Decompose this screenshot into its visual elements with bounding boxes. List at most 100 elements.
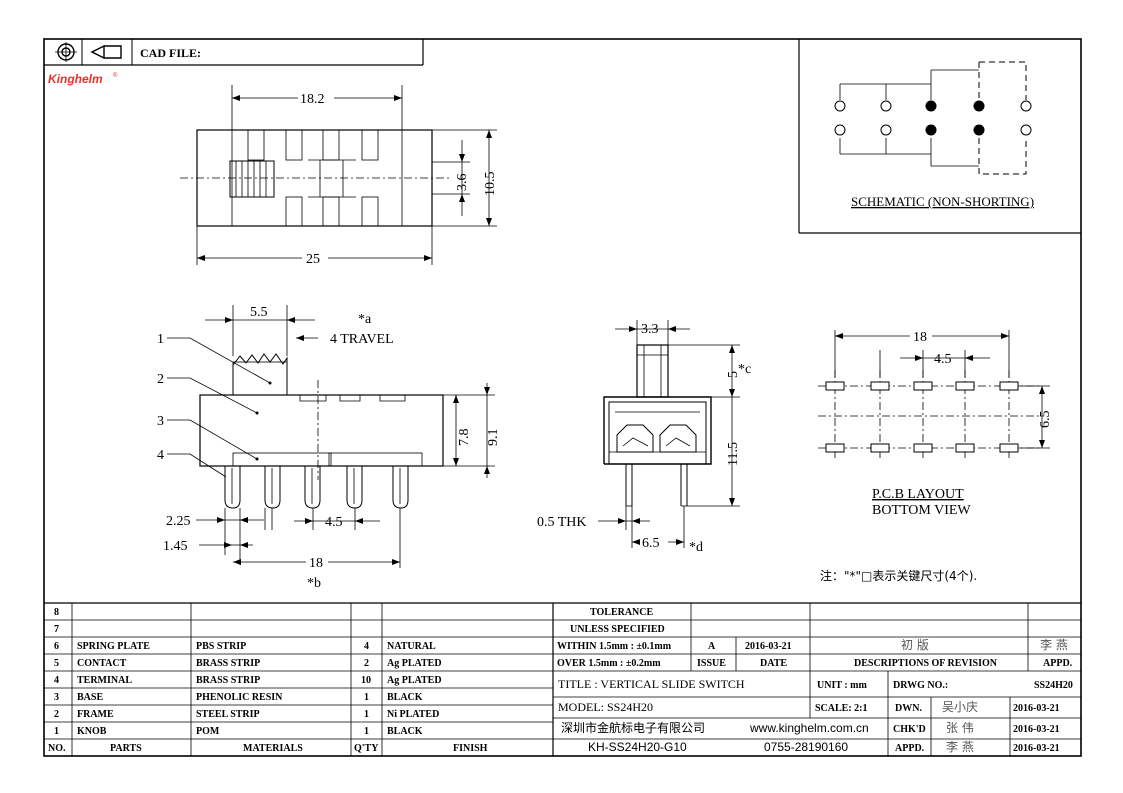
row-part: SPRING PLATE [77,641,150,652]
drawn-label: DWN. [895,703,922,714]
row-material: POM [196,726,220,737]
row-no: 5 [54,658,59,669]
header-qty: Q'TY [354,743,379,754]
row-material: STEEL STRIP [196,709,260,720]
side-mark-a: *a [358,312,372,327]
description-header: DESCRIPTIONS OF REVISION [854,658,998,669]
approved-label: APPD. [895,743,925,754]
approved-name: 李 燕 [946,739,974,754]
row-part: BASE [77,692,103,703]
checked-date: 2016-03-21 [1013,724,1060,735]
row-qty: 1 [364,709,369,720]
top-dim-h2: 10.5 [483,172,498,197]
sheet-border [43,38,1082,757]
title-block: TOLERANCE UNLESS SPECIFIED WITHIN 1.5mm … [553,603,1081,756]
row-no: 7 [54,624,59,635]
company-name: 深圳市金航标电子有限公司 [561,720,705,735]
company-phone: 0755-28190160 [764,740,848,754]
row-no: 4 [54,675,59,686]
header-strip: CAD FILE: Kinghelm ® [44,39,424,86]
row-finish: Ni PLATED [387,709,439,720]
row-qty: 4 [364,641,369,652]
tolerance-over: OVER 1.5mm : ±0.2mm [557,658,661,669]
drawn-name: 吴小庆 [942,700,978,714]
row-finish: Ag PLATED [387,675,442,686]
header-finish: FINISH [453,743,488,754]
row-material: BRASS STRIP [196,675,260,686]
top-dim-h1: 3.6 [455,174,470,192]
front-view: 3.3 5 *c 11.5 0.5 THK 6.5 *d [537,320,751,555]
row-finish: BLACK [387,692,423,703]
drawing-title: TITLE : VERTICAL SLIDE SWITCH [558,677,745,691]
schematic-caption: SCHEMATIC (NON-SHORTING) [851,194,1034,209]
revision-date: 2016-03-21 [745,641,792,652]
cad-file-label: CAD FILE: [140,46,201,60]
callout-4: 4 [157,448,164,463]
front-dim-65: 6.5 [642,536,660,551]
parts-table: 8 7 6 SPRING PLATE PBS STRIP 4 NATURAL 5… [44,602,1081,756]
revision-description: 初 版 [901,638,929,652]
date-header: DATE [760,658,787,669]
top-dim-width: 18.2 [300,92,325,107]
header-no: NO. [48,743,66,754]
front-thk: 0.5 THK [537,515,587,530]
revision-approver: 李 燕 [1040,637,1068,652]
tolerance-label: TOLERANCE [590,607,653,618]
front-dim-115: 11.5 [726,442,741,466]
brand-registered-mark: ® [113,72,118,79]
side-dim-knob: 5.5 [250,305,268,320]
row-no: 8 [54,607,59,618]
schematic-wiring [839,61,1027,175]
side-dim-145: 1.45 [163,539,188,554]
row-qty: 1 [364,692,369,703]
pcb-dim-45: 4.5 [934,352,952,367]
row-material: PBS STRIP [196,641,246,652]
pcb-dim-18: 18 [913,330,927,345]
row-finish: Ag PLATED [387,658,442,669]
side-dim-225: 2.25 [166,514,191,529]
row-part: CONTACT [77,658,127,669]
side-view: 5.5 *a 4 TRAVEL 1 2 3 4 7.8 9.1 2.25 1.4… [157,305,501,591]
row-no: 1 [54,726,59,737]
row-part: FRAME [77,709,114,720]
tolerance-unless: UNLESS SPECIFIED [570,624,665,635]
pcb-layout: 18 4.5 6.5 P.C.B LAYOUT BOTTOM VIEW 注："*… [818,328,1053,583]
key-dimension-note: 注："*"□表示关键尺寸(4个). [820,568,977,583]
callout-1: 1 [157,332,164,347]
top-dim-length: 25 [306,252,320,267]
revision-letter: A [708,641,716,652]
brand-logo: Kinghelm [48,72,103,86]
pcb-pads [825,381,1019,453]
row-no: 3 [54,692,59,703]
row-material: BRASS STRIP [196,658,260,669]
unit-label: UNIT : mm [817,680,867,691]
row-material: PHENOLIC RESIN [196,692,283,703]
header-materials: MATERIALS [243,743,303,754]
side-mark-b: *b [307,576,321,591]
front-dim-5: 5 [726,371,741,378]
top-view: 18.2 25 3.6 10.5 [180,85,498,267]
row-part: TERMINAL [77,675,132,686]
drawing-number: SS24H20 [1034,680,1073,691]
pcb-dim-65: 6.5 [1038,411,1053,429]
projection-symbol-icon [55,42,122,62]
checked-label: CHK'D [893,724,926,735]
side-dim-18: 18 [309,556,323,571]
approved-date: 2016-03-21 [1013,743,1060,754]
checked-name: 张 伟 [946,721,974,735]
row-no: 2 [54,709,59,720]
tolerance-within: WITHIN 1.5mm : ±0.1mm [557,641,672,652]
approval-header: APPD. [1043,658,1073,669]
front-mark-c: *c [738,362,751,377]
front-dim-33: 3.3 [641,322,659,337]
side-dim-78: 7.8 [457,429,472,447]
drawing-number-label: DRWG NO.: [893,680,948,691]
pcb-title-2: BOTTOM VIEW [872,503,971,518]
side-dim-45: 4.5 [325,515,343,530]
row-qty: 1 [364,726,369,737]
drawn-date: 2016-03-21 [1013,703,1060,714]
side-travel: 4 TRAVEL [330,332,394,347]
company-website: www.kinghelm.com.cn [749,721,869,735]
schematic-box: SCHEMATIC (NON-SHORTING) [798,39,1081,234]
callout-3: 3 [157,414,164,429]
